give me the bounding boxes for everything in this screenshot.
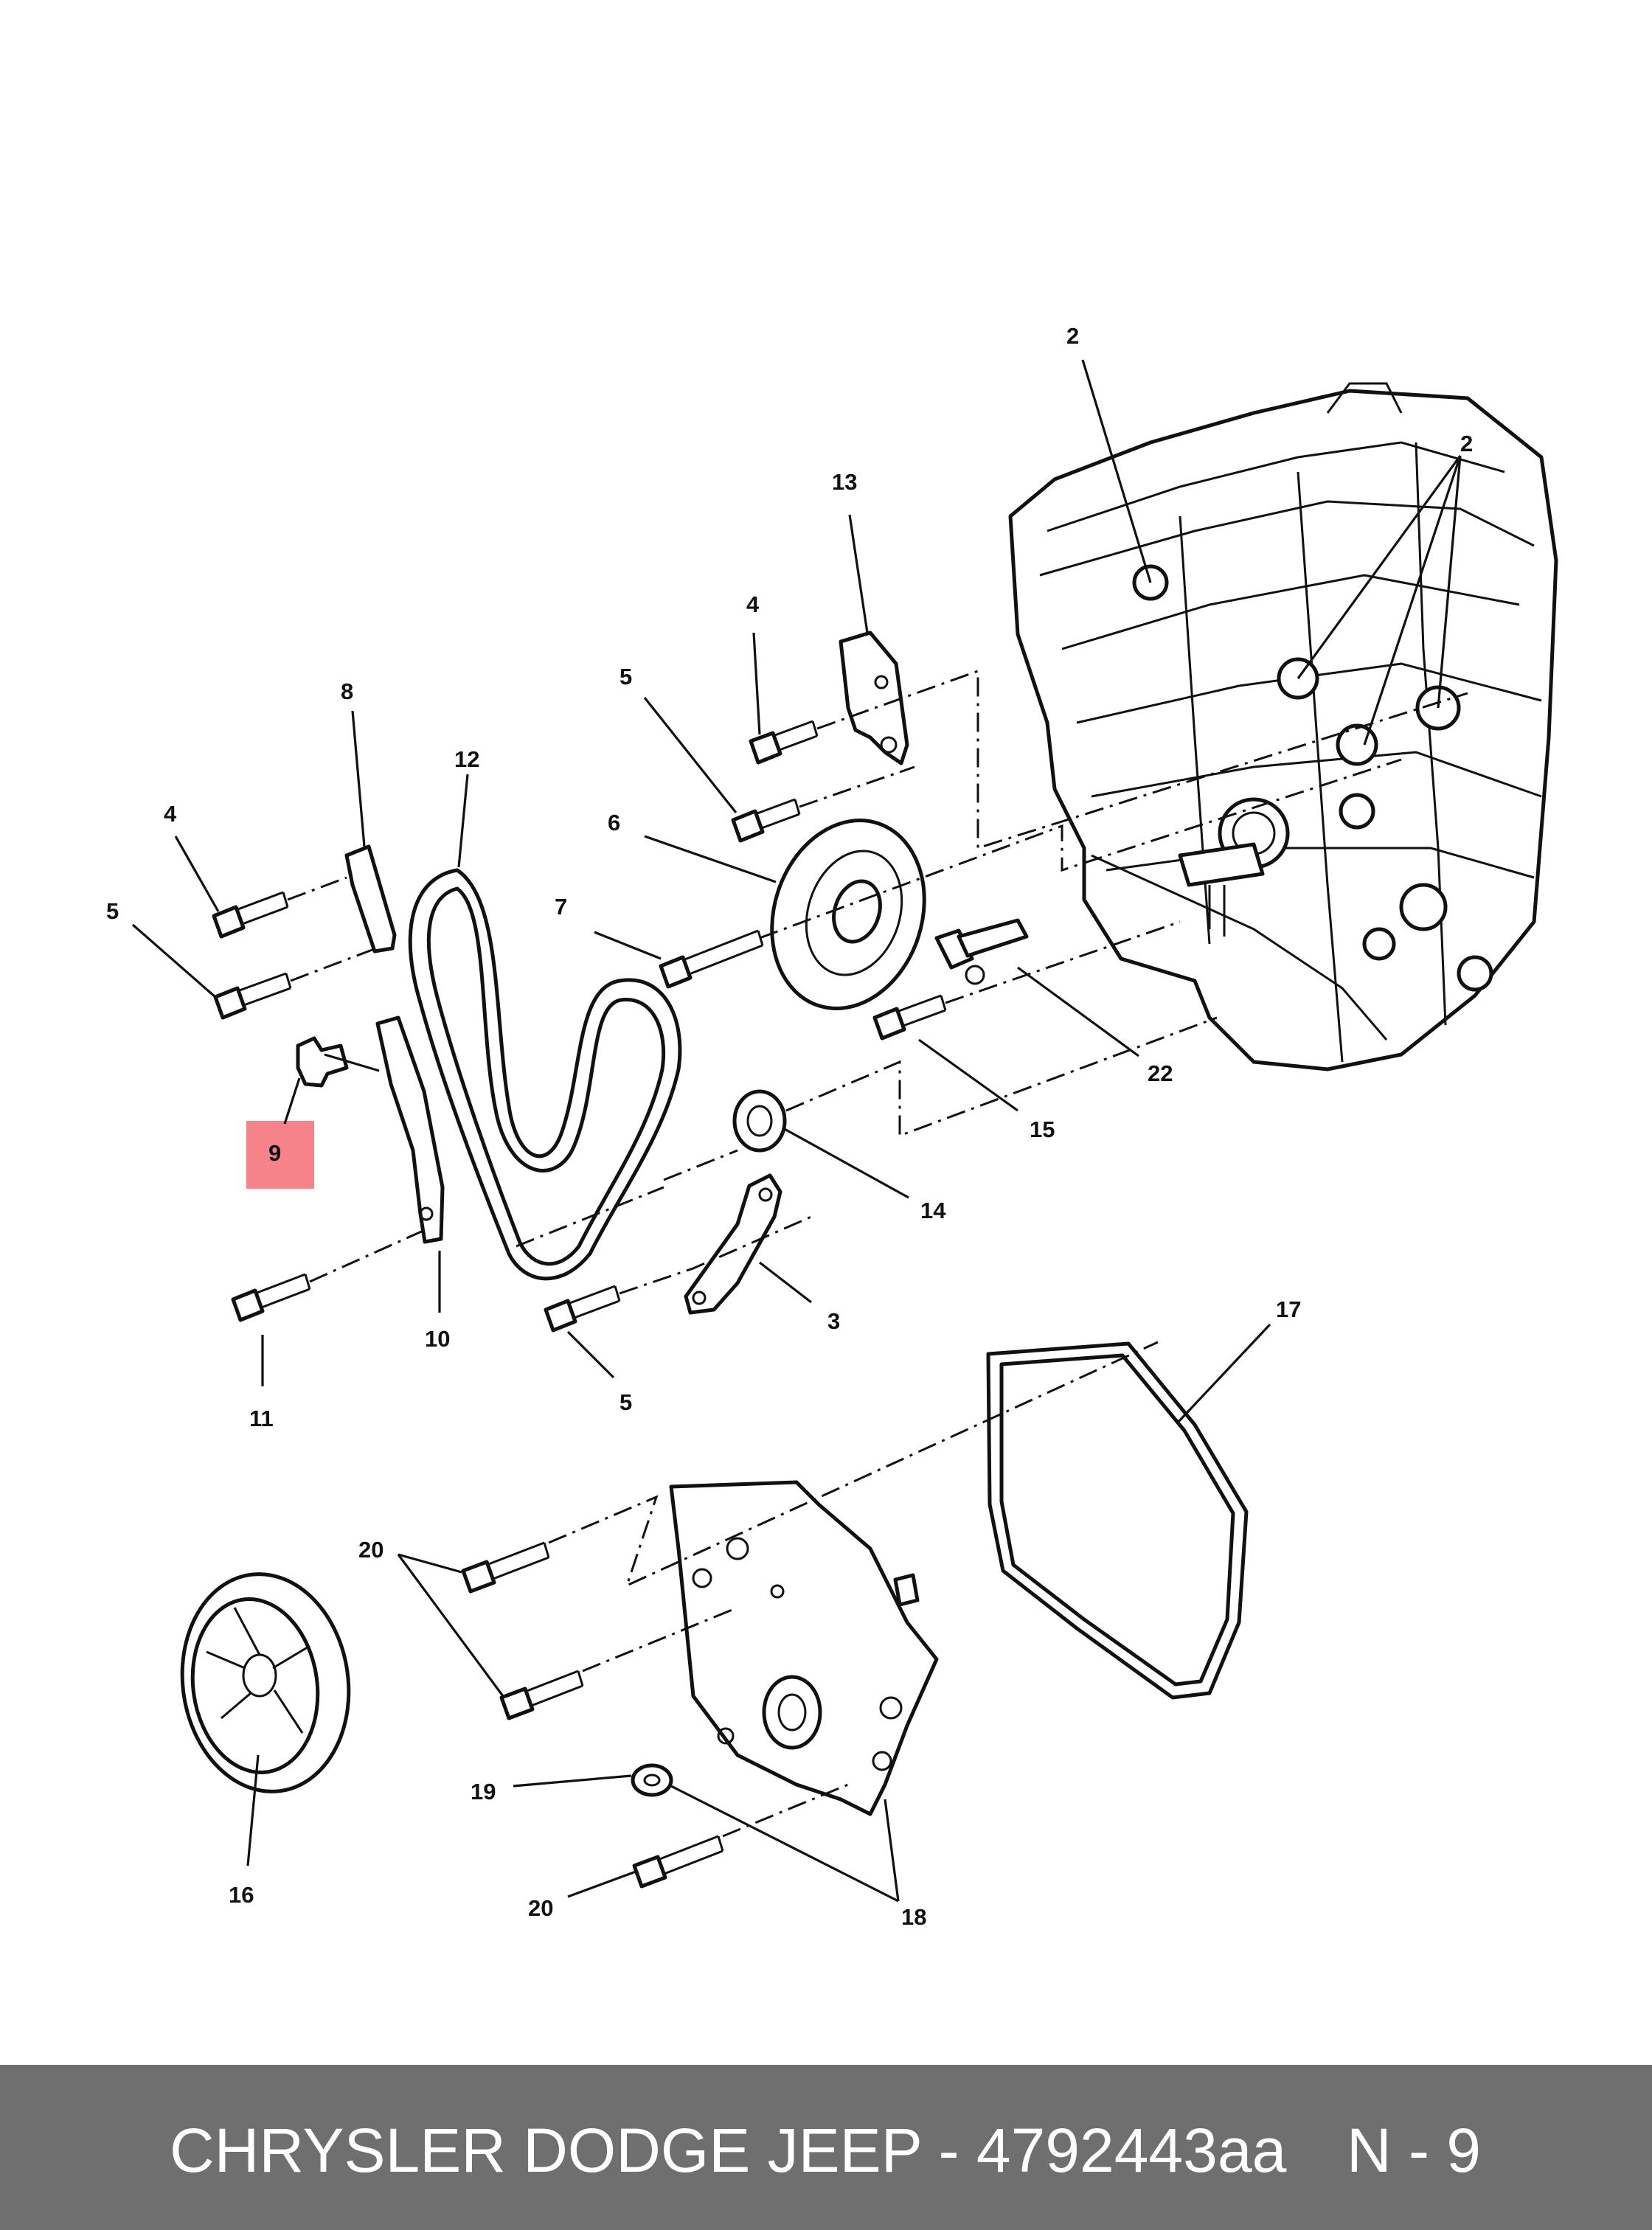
callout-20-upper: 20 [358, 1537, 384, 1563]
callout-18: 18 [901, 1904, 926, 1930]
callout-6: 6 [608, 810, 620, 836]
bolt-5-upper [731, 798, 801, 843]
callout-labels: 2 2 13 4 5 8 12 6 4 7 5 9 22 15 14 10 11… [106, 323, 1473, 1930]
exploded-parts-diagram: 2 2 13 4 5 8 12 6 4 7 5 9 22 15 14 10 11… [106, 323, 1558, 1930]
part-17-gasket [986, 1341, 1249, 1700]
callout-17: 17 [1276, 1296, 1301, 1322]
bolt-20-lower [632, 1835, 724, 1889]
callout-5-upper: 5 [620, 664, 632, 690]
part-10-tensioner-arm [375, 1015, 445, 1244]
bolt-20-upper [461, 1541, 550, 1594]
callout-5-left: 5 [106, 898, 119, 924]
callout-4-left: 4 [164, 801, 177, 827]
part-14-idler [732, 1089, 787, 1153]
callout-16: 16 [229, 1882, 254, 1908]
part-8-chain-guide [344, 844, 397, 954]
callout-19: 19 [471, 1779, 496, 1805]
callout-8: 8 [341, 678, 353, 704]
part-17-gasket-inner [999, 1353, 1235, 1687]
bolt-11 [231, 1273, 311, 1322]
center-lines [287, 669, 1468, 1838]
part-16-pulley [180, 1572, 351, 1793]
part-6-sprocket [770, 819, 926, 1010]
bolt-5-left [213, 972, 292, 1020]
part-13-bracket [839, 631, 909, 765]
callout-22: 22 [1148, 1060, 1173, 1086]
callout-12: 12 [454, 746, 479, 772]
part-9-tensioner [296, 1036, 349, 1088]
bolt-4-upper [749, 720, 819, 765]
callout-10: 10 [425, 1326, 450, 1352]
callout-20-lower: 20 [528, 1895, 553, 1921]
part-18-timing-cover [669, 1480, 939, 1816]
callout-7: 7 [555, 894, 567, 920]
part-22-sensor [934, 918, 1029, 985]
leader-lines [131, 359, 1462, 1903]
footer-part-title: CHRYSLER DODGE JEEP - 4792443aa [170, 2116, 1287, 2185]
callout-2-right: 2 [1460, 431, 1473, 456]
part-19-washer [631, 1763, 673, 1797]
callout-5-lower: 5 [620, 1389, 632, 1415]
callout-9: 9 [268, 1140, 281, 1166]
bolt-15 [872, 994, 947, 1041]
callout-11: 11 [249, 1406, 274, 1431]
highlight-box-part-9 [246, 1121, 314, 1189]
callout-4-upper: 4 [746, 591, 760, 617]
callout-2-top: 2 [1066, 323, 1079, 349]
footer-bar [0, 2065, 1652, 2230]
bolt-5-lower [544, 1285, 621, 1333]
engine-block-illustration [1008, 382, 1558, 1071]
callout-13: 13 [832, 469, 857, 495]
callout-14: 14 [920, 1198, 946, 1223]
bolt-7 [659, 929, 764, 989]
callout-15: 15 [1030, 1116, 1055, 1142]
footer-diagram-code: N - 9 [1347, 2116, 1482, 2185]
part-12-timing-chain [408, 868, 682, 1281]
bolt-20-middle [499, 1670, 584, 1720]
bolt-4-left [212, 891, 289, 939]
callout-3: 3 [827, 1308, 840, 1334]
